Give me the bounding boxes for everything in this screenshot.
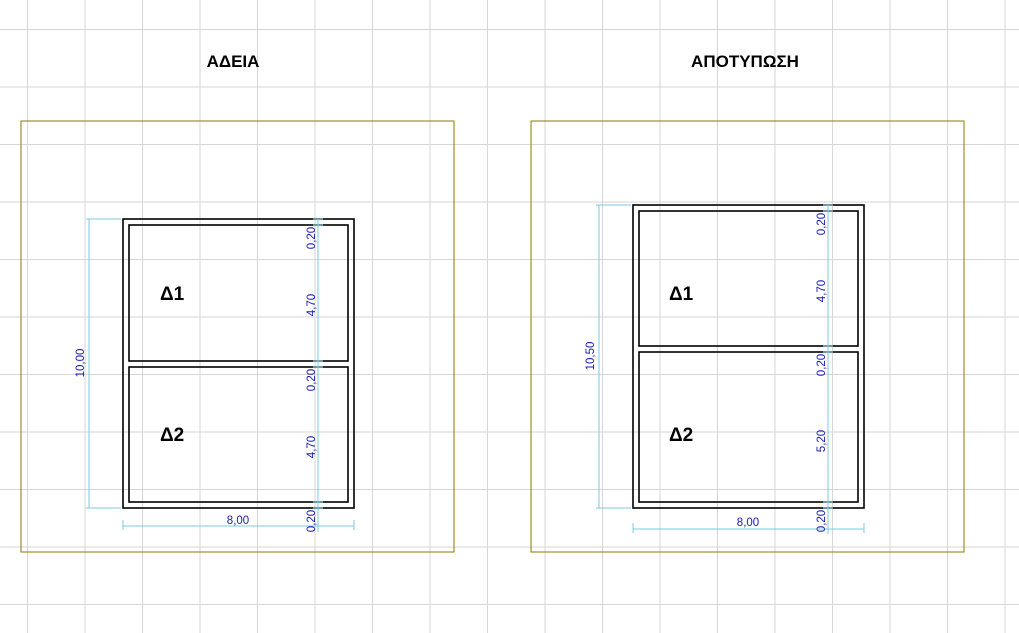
room-label-d1: Δ1 xyxy=(160,284,185,305)
room-label-d2: Δ2 xyxy=(669,425,693,446)
panel-title: ΑΠΟΤΥΠΩΣΗ xyxy=(691,52,799,71)
room-d1-inner xyxy=(128,224,349,362)
chain-dimension-label: 0,20 xyxy=(306,369,318,391)
panel-title: ΑΔΕΙΑ xyxy=(207,52,260,71)
room-label-d1: Δ1 xyxy=(669,284,694,305)
chain-dimension-label: 0,20 xyxy=(306,510,318,532)
chain-dimension-label: 0,20 xyxy=(306,227,318,249)
room-d1-inner xyxy=(638,210,859,347)
room-d2-inner xyxy=(638,351,859,503)
height-dimension-label: 10,50 xyxy=(585,342,597,371)
chain-dimension-label: 0,20 xyxy=(816,354,828,376)
panel-apotyposi: ΑΠΟΤΥΠΩΣΗ Δ1 Δ2 10,50 8,00 0,20 4,70 0,2… xyxy=(530,52,965,553)
room-d2-inner xyxy=(128,366,349,503)
outer-wall xyxy=(632,204,865,509)
panel-frame xyxy=(530,120,965,553)
chain-dimension-label: 5,20 xyxy=(816,430,828,452)
chain-dimension-label: 4,70 xyxy=(306,436,318,458)
chain-dimension-label: 0,20 xyxy=(816,510,828,532)
chain-dimension-label: 4,70 xyxy=(306,294,318,316)
width-dimension-label: 8,00 xyxy=(737,517,759,529)
panel-frame xyxy=(20,120,455,553)
height-dimension-label: 10,00 xyxy=(75,349,87,378)
chain-dimension-label: 4,70 xyxy=(816,280,828,302)
width-dimension-label: 8,00 xyxy=(227,515,249,527)
panel-adeia: ΑΔΕΙΑ Δ1 Δ2 10,00 8,00 0,20 4,70 0,20 4,… xyxy=(20,52,455,553)
chain-dimension-label: 0,20 xyxy=(816,213,828,235)
room-label-d2: Δ2 xyxy=(160,425,184,446)
outer-wall xyxy=(122,218,355,509)
